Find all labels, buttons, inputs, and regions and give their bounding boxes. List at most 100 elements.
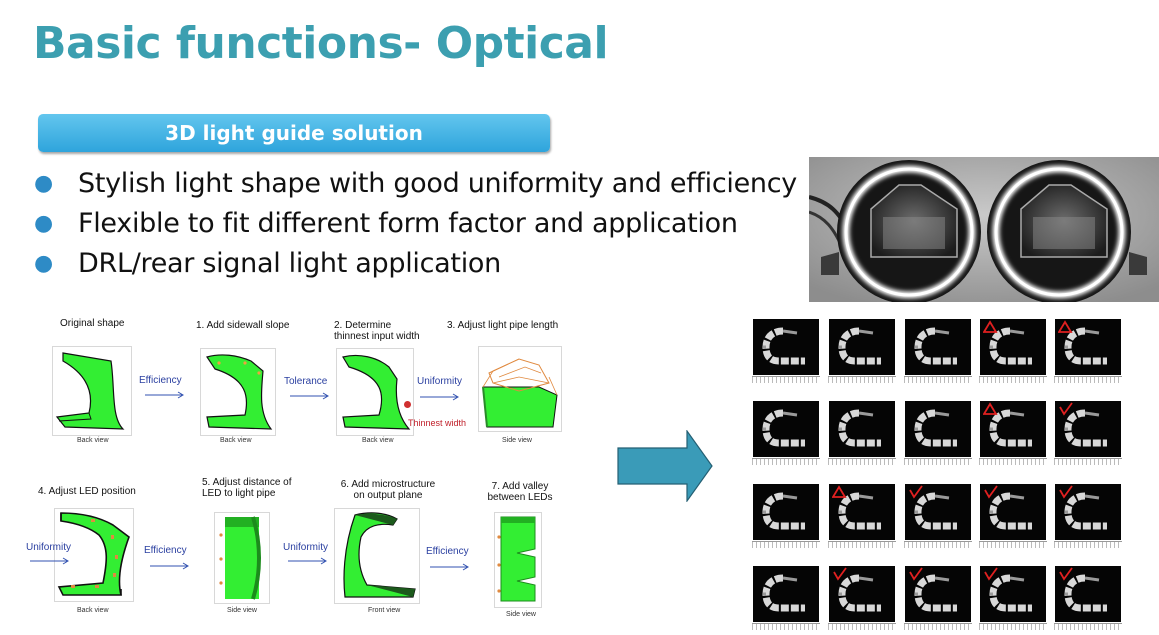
arrow-label: Uniformity (417, 376, 463, 387)
scale-bar (1054, 376, 1122, 383)
result-thumbnail (1054, 482, 1122, 548)
view-label: Side view (227, 607, 257, 614)
thinnest-width-label: Thinnest width (408, 418, 467, 428)
result-thumbnail (979, 317, 1047, 383)
right-arrow-icon (30, 557, 69, 565)
simulation-image (980, 401, 1046, 457)
arrow-label: Uniformity (26, 542, 72, 553)
simulation-image (753, 566, 819, 622)
scale-bar (1054, 541, 1122, 548)
scale-bar (828, 541, 896, 548)
check-mark-icon (984, 567, 998, 581)
simulation-image (753, 319, 819, 375)
arrow-label: Efficiency (426, 546, 469, 557)
scale-bar (752, 541, 820, 548)
scale-bar (828, 458, 896, 465)
simulation-image (905, 401, 971, 457)
view-label: Back view (77, 607, 109, 614)
simulation-image (829, 319, 895, 375)
result-thumbnail (904, 482, 972, 548)
triangle-mark-icon (832, 485, 847, 498)
result-thumbnail (904, 399, 972, 465)
step-label: 2. Determine thinnest input width (334, 320, 420, 342)
result-thumbnail (904, 564, 972, 630)
bullet-item: ● Stylish light shape with good uniformit… (34, 164, 797, 204)
section-banner: 3D light guide solution (38, 114, 550, 152)
result-thumbnail (828, 482, 896, 548)
triangle-mark-icon (983, 402, 998, 415)
arrow-label: Efficiency (139, 375, 182, 386)
check-mark-icon (1059, 485, 1073, 499)
result-thumbnail (828, 564, 896, 630)
result-thumbnail (979, 482, 1047, 548)
result-thumbnail (752, 317, 820, 383)
step-label: 1. Add sidewall slope (196, 320, 290, 331)
light-guide-diagram (214, 512, 270, 604)
result-thumbnail (904, 317, 972, 383)
scale-bar (979, 623, 1047, 630)
scale-bar (752, 458, 820, 465)
scale-bar (904, 541, 972, 548)
scale-bar (979, 541, 1047, 548)
scale-bar (828, 376, 896, 383)
scale-bar (904, 623, 972, 630)
scale-bar (904, 458, 972, 465)
simulation-image (980, 319, 1046, 375)
view-label: Back view (220, 437, 252, 444)
step-label: 3. Adjust light pipe length (447, 320, 559, 331)
light-guide-diagram (336, 348, 414, 436)
check-mark-icon (909, 485, 923, 499)
result-thumbnail (828, 317, 896, 383)
right-arrow-icon (150, 562, 189, 570)
check-mark-icon (833, 567, 847, 581)
scale-bar (1054, 623, 1122, 630)
bullet-text: Stylish light shape with good uniformity… (78, 168, 797, 199)
light-guide-diagram (478, 346, 562, 432)
simulation-image (753, 484, 819, 540)
right-arrow-icon (420, 393, 459, 401)
result-thumbnail (979, 564, 1047, 630)
check-mark-icon (1059, 567, 1073, 581)
bullet-item: ● DRL/rear signal light application (34, 244, 797, 284)
light-guide-diagram (494, 512, 542, 608)
result-thumbnail (1054, 399, 1122, 465)
result-thumbnail (752, 564, 820, 630)
light-guide-diagram (200, 348, 276, 436)
arrow-label: Efficiency (144, 545, 187, 556)
simulation-image (753, 401, 819, 457)
scale-bar (904, 376, 972, 383)
simulation-results-grid (752, 317, 1124, 630)
right-arrow-icon (288, 557, 327, 565)
check-mark-icon (984, 485, 998, 499)
triangle-mark-icon (983, 320, 998, 333)
bullet-dot-icon: ● (34, 251, 53, 276)
result-thumbnail (1054, 317, 1122, 383)
simulation-image (829, 484, 895, 540)
bullet-text: DRL/rear signal light application (78, 248, 501, 279)
fog-lamp-photo (809, 157, 1159, 302)
thinnest-marker-icon (404, 401, 411, 408)
check-mark-icon (909, 567, 923, 581)
right-arrow-icon (145, 391, 184, 399)
scale-bar (979, 376, 1047, 383)
arrow-label: Uniformity (283, 542, 329, 553)
scale-bar (752, 376, 820, 383)
step-label: 4. Adjust LED position (38, 486, 136, 497)
light-guide-diagram (54, 508, 134, 602)
big-right-arrow-icon (617, 430, 713, 502)
simulation-image (1055, 319, 1121, 375)
bullet-list: ● Stylish light shape with good uniformit… (34, 164, 797, 284)
check-mark-icon (1059, 402, 1073, 416)
scale-bar (979, 458, 1047, 465)
right-arrow-icon (290, 392, 329, 400)
result-thumbnail (752, 399, 820, 465)
bullet-dot-icon: ● (34, 171, 53, 196)
simulation-image (980, 566, 1046, 622)
simulation-image (829, 401, 895, 457)
right-arrow-icon (430, 563, 469, 571)
bullet-text: Flexible to fit different form factor an… (78, 208, 738, 239)
view-label: Front view (368, 607, 401, 614)
simulation-image (1055, 566, 1121, 622)
view-label: Back view (77, 437, 109, 444)
result-thumbnail (1054, 564, 1122, 630)
